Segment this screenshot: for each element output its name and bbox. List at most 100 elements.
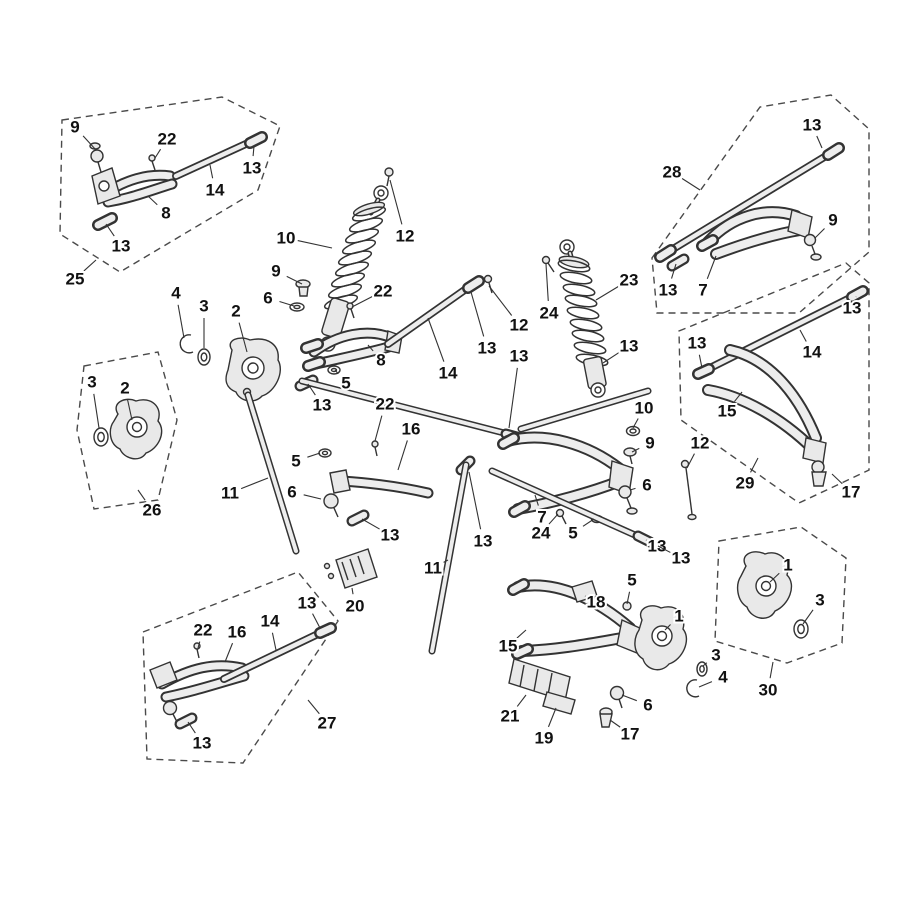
callout-10: 10 <box>277 229 296 248</box>
callout-22: 22 <box>374 282 393 301</box>
long-bolt-12 <box>680 459 697 521</box>
pivot-rod <box>654 142 845 263</box>
callout-22: 22 <box>376 395 395 414</box>
callout-20: 20 <box>346 597 365 616</box>
leader-line <box>83 259 97 272</box>
group-27-boundary <box>142 571 339 764</box>
leader-line <box>545 263 549 302</box>
assembly-30-knuckle-kit <box>736 551 809 639</box>
callout-14: 14 <box>206 181 225 200</box>
callout-13: 13 <box>474 532 493 551</box>
leader-line <box>147 195 158 206</box>
callout-12: 12 <box>691 434 710 453</box>
ball-joint-17 <box>811 460 827 487</box>
leader-line <box>127 399 133 421</box>
callout-13: 13 <box>688 334 707 353</box>
callout-13: 13 <box>672 549 691 568</box>
callout-8: 8 <box>161 204 170 223</box>
leader-line <box>209 164 214 179</box>
callout-13: 13 <box>478 339 497 358</box>
callout-15: 15 <box>718 402 737 421</box>
washer-5 <box>318 448 332 458</box>
leader-line <box>516 629 527 639</box>
leader-line <box>307 383 316 396</box>
leader-line <box>279 301 295 307</box>
ball-joint-6 <box>323 493 339 518</box>
circlip-4 <box>686 679 700 698</box>
leader-line <box>582 518 595 527</box>
callout-5: 5 <box>291 452 300 471</box>
leader-line <box>397 440 408 471</box>
leader-line <box>238 322 248 353</box>
leader-line <box>361 518 380 530</box>
callout-8: 8 <box>376 351 385 370</box>
leader-line <box>516 694 527 707</box>
callout-1: 1 <box>674 607 683 626</box>
callout-13: 13 <box>620 337 639 356</box>
callout-18: 18 <box>587 593 606 612</box>
callout-30: 30 <box>759 681 778 700</box>
leader-line <box>351 587 354 595</box>
callout-14: 14 <box>439 364 458 383</box>
callout-10: 10 <box>635 399 654 418</box>
callout-6: 6 <box>643 696 652 715</box>
callout-22: 22 <box>194 621 213 640</box>
callout-24: 24 <box>532 524 551 543</box>
mount-bracket-20 <box>323 548 378 589</box>
leader-line <box>334 369 339 375</box>
callout-9: 9 <box>645 434 654 453</box>
leader-line <box>698 354 703 369</box>
long-bolt-11-right <box>428 455 476 655</box>
group-28-boundary <box>651 94 870 314</box>
callout-23: 23 <box>620 271 639 290</box>
callout-13: 13 <box>298 594 317 613</box>
assembly-25-upper-arm-kit <box>89 131 268 231</box>
bolt-12-center <box>483 274 493 294</box>
callout-13: 13 <box>803 116 822 135</box>
callout-9: 9 <box>828 211 837 230</box>
spring-retainer <box>558 255 590 269</box>
leader-line <box>534 494 539 506</box>
leader-line <box>303 494 322 500</box>
callout-11: 11 <box>424 559 442 578</box>
callout-7: 7 <box>537 508 546 527</box>
leader-line <box>470 291 485 337</box>
leader-line <box>154 148 162 159</box>
assembly-28-upper-arm-kit <box>654 142 845 272</box>
bolt-22 <box>371 440 379 457</box>
leader-line <box>671 263 677 279</box>
leader-line <box>374 415 383 442</box>
leader-line <box>468 471 482 530</box>
callout-13: 13 <box>243 159 262 178</box>
leader-line <box>297 240 333 249</box>
leader-line <box>816 135 823 149</box>
stud-9 <box>623 447 637 465</box>
leader-line <box>595 285 620 301</box>
callout-25: 25 <box>66 270 85 289</box>
leader-line <box>657 545 671 553</box>
bushing-13 <box>92 212 118 231</box>
leader-line <box>734 391 743 402</box>
callout-13: 13 <box>112 237 131 256</box>
lower-control-arm-7 <box>497 425 697 525</box>
leader-line <box>631 447 640 453</box>
callout-2: 2 <box>120 379 129 398</box>
leader-line <box>271 632 277 651</box>
leader-line <box>105 223 115 237</box>
ring-10 <box>625 425 641 437</box>
ball-joint-6 <box>618 485 638 515</box>
steering-knuckle-2 <box>179 334 281 402</box>
leader-line <box>664 624 671 631</box>
leader-line <box>240 477 269 490</box>
bolt-12 <box>384 167 394 187</box>
leader-line <box>802 609 814 625</box>
leader-line <box>351 296 373 308</box>
ball-joint <box>162 700 178 723</box>
shock-absorber-front <box>320 167 394 352</box>
leader-line <box>488 285 513 316</box>
pivot-rod-14-center <box>384 275 485 348</box>
callout-9: 9 <box>70 118 79 137</box>
leader-line <box>307 699 320 715</box>
